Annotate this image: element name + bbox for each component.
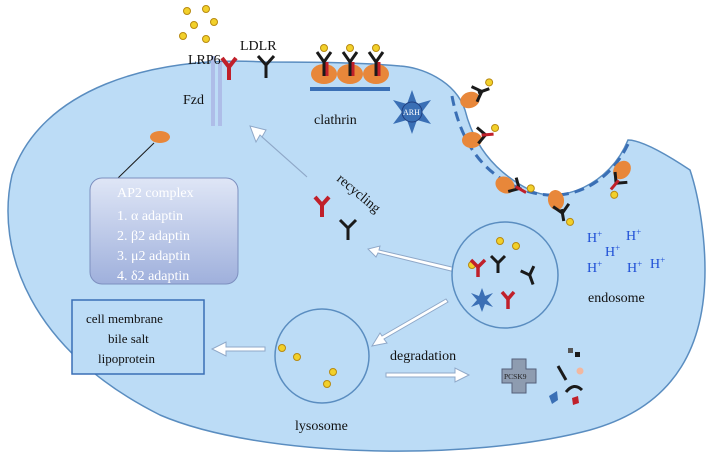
endosome-arh-star-icon (471, 288, 493, 312)
lysosome-label: lysosome (295, 419, 348, 434)
clathrin-receptor-cluster (310, 44, 390, 91)
endosome (451, 221, 559, 329)
pit-receptors (460, 77, 631, 227)
recycling-receptors (313, 195, 358, 240)
ap2-title: AP2 complex (117, 186, 194, 201)
degradation-fragments (549, 348, 584, 405)
proton-ions: H+ H+ H+ H+ H+ H+ (587, 227, 665, 276)
extracellular-ldl-particles (179, 5, 218, 43)
svg-text:H+: H+ (627, 259, 642, 276)
h-plus-1: H (587, 231, 597, 246)
ap2-complex-box: AP2 complex 1. α adaptin 2. β2 adaptin 3… (89, 177, 239, 285)
svg-text:H+: H+ (605, 243, 620, 260)
svg-text:H+: H+ (587, 229, 602, 246)
endosome-label: endosome (588, 291, 645, 306)
product-lipoprotein: lipoprotein (98, 351, 156, 366)
lrp6-label: LRP6 (188, 53, 221, 68)
h-plus-3: H (605, 245, 615, 260)
svg-text:H+: H+ (650, 255, 665, 272)
ap2-item-3: 3. μ2 adaptin (117, 249, 190, 264)
products-box: cell membrane bile salt lipoprotein (71, 299, 205, 375)
h-plus-6: H (650, 257, 660, 272)
degradation-label: degradation (390, 349, 456, 364)
process-arrows (210, 125, 471, 383)
degradation-arrow (385, 367, 471, 383)
ldlr-label: LDLR (240, 39, 277, 54)
endosome-to-lysosome-arrow (370, 298, 449, 347)
endosome-to-recycling-arrow (367, 245, 457, 273)
ap2-item-4: 4. δ2 adaptin (117, 269, 189, 284)
lysosome-to-products-arrow (210, 341, 266, 357)
svg-text:H+: H+ (626, 227, 641, 244)
h-plus-2: H (626, 229, 636, 244)
fzd-receptor (211, 56, 222, 126)
lrp6-receptor-icon (220, 56, 238, 80)
arh-label: ARH (403, 108, 420, 117)
arh-star-icon: ARH (393, 90, 431, 134)
h-plus-4: H (587, 261, 597, 276)
product-bile-salt: bile salt (108, 331, 149, 346)
clathrin-label: clathrin (314, 113, 357, 128)
product-cell-membrane: cell membrane (86, 311, 163, 326)
pcsk9-icon: PCSK9 (501, 358, 537, 394)
ap2-item-2: 2. β2 adaptin (117, 229, 190, 244)
fzd-label: Fzd (183, 93, 204, 108)
lysosome (274, 308, 370, 404)
svg-text:H+: H+ (587, 259, 602, 276)
pcsk9-label: PCSK9 (504, 372, 527, 381)
h-plus-5: H (627, 261, 637, 276)
recycling-arrow-to-membrane (249, 125, 308, 178)
ldlr-receptor-icon (256, 55, 276, 78)
ap2-oval-icon (117, 131, 170, 179)
ap2-item-1: 1. α adaptin (117, 209, 183, 224)
